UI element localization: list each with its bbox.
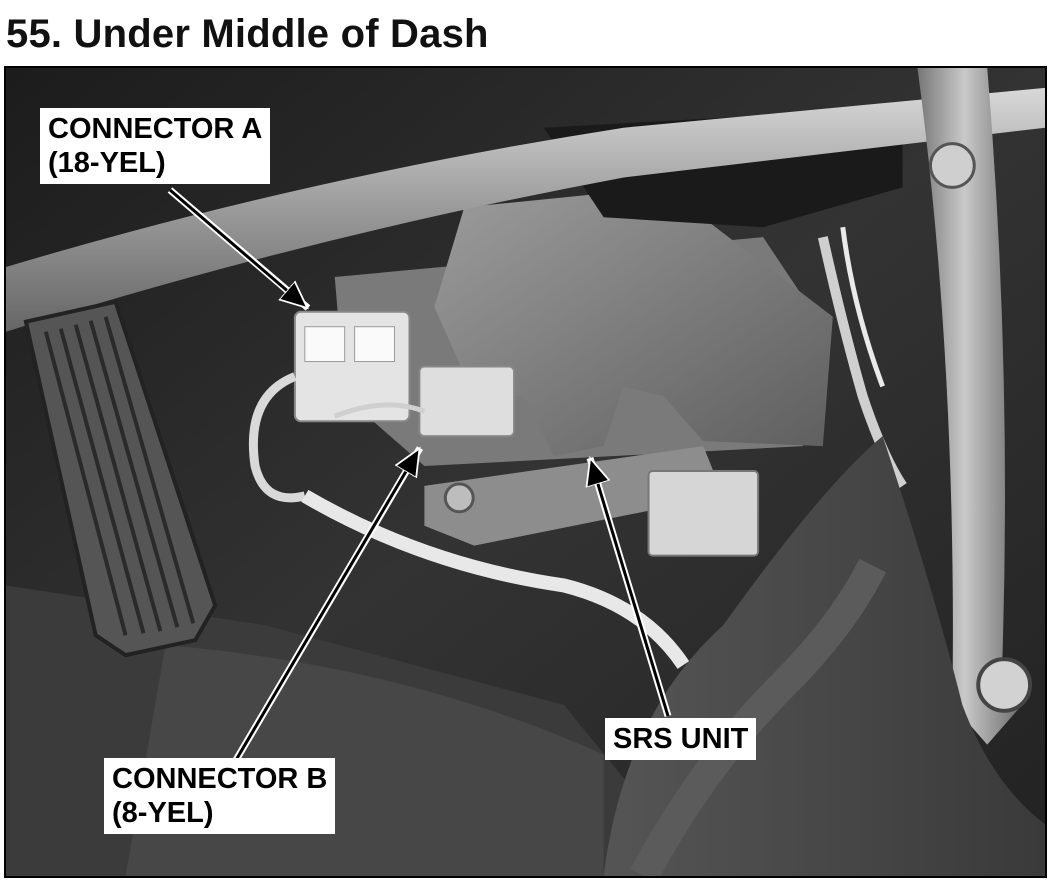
connector-a-latch bbox=[304, 326, 346, 363]
carpet-fold bbox=[630, 558, 887, 876]
steering-support-post bbox=[917, 68, 1023, 745]
connector-a-label: CONNECTOR A (18-YEL) bbox=[40, 108, 271, 184]
accelerator-pedal bbox=[23, 299, 218, 658]
srs-unit-name: SRS UNIT bbox=[613, 723, 749, 755]
srs-cover bbox=[434, 187, 833, 457]
connector-a-name: CONNECTOR A bbox=[48, 113, 263, 145]
side-wiring bbox=[840, 226, 885, 388]
dash-crossbar bbox=[6, 87, 1045, 332]
page-title: 55. Under Middle of Dash bbox=[6, 12, 489, 56]
under-dash-photo bbox=[4, 66, 1047, 878]
mount-bolt bbox=[443, 482, 475, 514]
connector-a-latch bbox=[354, 326, 396, 363]
connector-b bbox=[418, 365, 516, 438]
connector-b-spec: (8-YEL) bbox=[112, 797, 214, 829]
post-bolt bbox=[928, 142, 976, 189]
connector-b-name: CONNECTOR B bbox=[112, 763, 328, 795]
post-bolt bbox=[976, 657, 1033, 713]
side-connector bbox=[647, 470, 760, 557]
wire-harness bbox=[333, 402, 426, 419]
connector-b-label: CONNECTOR B (8-YEL) bbox=[104, 758, 336, 834]
connector-a-spec: (18-YEL) bbox=[48, 147, 166, 179]
pedal-grooves bbox=[43, 316, 196, 636]
photo-illustration bbox=[6, 68, 1045, 876]
srs-unit-label: SRS UNIT bbox=[605, 718, 757, 760]
